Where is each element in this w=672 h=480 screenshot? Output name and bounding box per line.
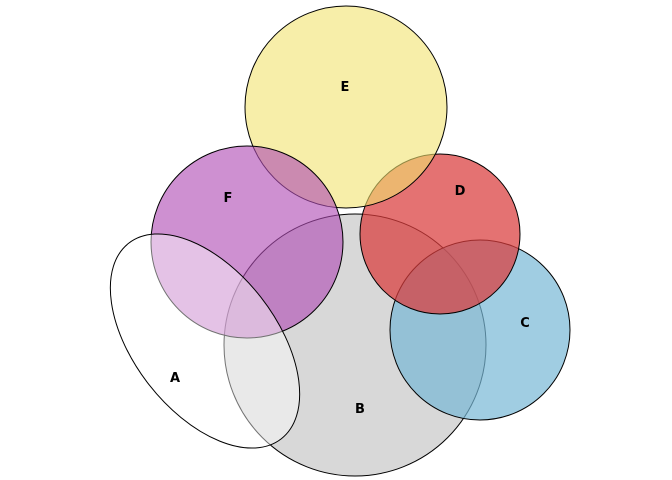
set-E-label: E	[341, 80, 350, 95]
set-E-shape	[244, 5, 448, 209]
set-D-shape	[359, 153, 521, 315]
set-F-shape	[150, 145, 344, 339]
set-A-label: A	[170, 371, 180, 386]
set-F-label: F	[224, 191, 233, 206]
set-C-label: C	[520, 316, 530, 331]
set-A-shape	[109, 233, 301, 449]
set-B-label: B	[355, 402, 365, 417]
set-D-label: D	[455, 184, 466, 199]
